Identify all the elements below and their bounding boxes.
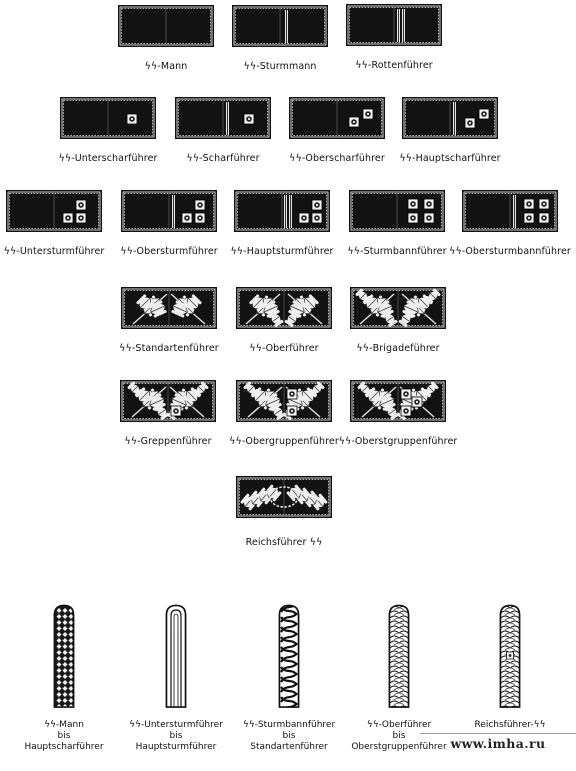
collar-patch-pip3s-icon xyxy=(121,190,217,232)
rank-label: ϟϟ-Greppenführer xyxy=(124,436,212,447)
rank-label: ϟϟ-Mann xyxy=(144,61,188,72)
shoulder-board-label-line: bis xyxy=(169,731,183,741)
rank-label: ϟϟ-Unterscharführer xyxy=(58,153,158,164)
rank-label: ϟϟ-Sturmmann xyxy=(243,61,317,72)
collar-patch-stripe2-icon xyxy=(346,4,442,46)
rank-label: ϟϟ-Brigadeführer xyxy=(356,343,440,354)
collar-patch-leaf3p2-icon xyxy=(236,380,332,422)
shoulder-board-label-line: Hauptsturmführer xyxy=(135,742,217,752)
shoulder-board-label-line: Oberstgruppenführer xyxy=(351,742,447,752)
shoulder-board-twist-icon xyxy=(278,604,300,708)
watermark: www.imha.ru xyxy=(420,733,576,754)
rank-label: ϟϟ-Oberscharführer xyxy=(289,153,385,164)
rank-label: ϟϟ-Scharführer xyxy=(186,153,260,164)
shoulder-board-label-line: ϟϟ-Untersturmführer xyxy=(129,720,223,730)
shoulder-board-label-line: ϟϟ-Oberführer xyxy=(366,720,432,730)
rank-label: ϟϟ-Standartenführer xyxy=(119,343,219,354)
shoulder-board-flat-icon xyxy=(165,604,187,708)
rank-label: ϟϟ-Hauptscharführer xyxy=(399,153,501,164)
collar-patch-leaf2-icon xyxy=(236,287,332,329)
rank-label: ϟϟ-Sturmbannführer xyxy=(347,246,447,257)
rank-label: ϟϟ-Hauptsturmführer xyxy=(230,246,334,257)
shoulder-board-woven-icon xyxy=(53,604,75,708)
collar-patch-wreath-icon xyxy=(236,476,332,518)
shoulder-board-label-line: Standartenführer xyxy=(250,742,328,752)
collar-patch-pip2s-icon xyxy=(402,97,498,139)
shoulder-board-label-line: Reichsführer-ϟϟ xyxy=(474,720,546,730)
rank-label: Reichsführer ϟϟ xyxy=(245,537,323,548)
collar-patch-pip4s-icon xyxy=(462,190,558,232)
rank-label: ϟϟ-Obergruppenführer xyxy=(229,436,339,447)
collar-patch-pip2-icon xyxy=(289,97,385,139)
collar-patch-plain-icon xyxy=(118,5,214,47)
collar-patch-pip1s-icon xyxy=(175,97,271,139)
rank-label: ϟϟ-Rottenführer xyxy=(355,60,433,71)
rank-label: ϟϟ-Obersturmführer xyxy=(120,246,218,257)
collar-patch-stripe1-icon xyxy=(232,5,328,47)
collar-patch-leaf1-icon xyxy=(121,287,217,329)
collar-patch-leaf3-icon xyxy=(350,287,446,329)
rank-label: ϟϟ-Oberführer xyxy=(249,343,319,354)
collar-patch-pip4-icon xyxy=(349,190,445,232)
collar-patch-pip3s2-icon xyxy=(234,190,330,232)
shoulder-board-braid-icon xyxy=(388,604,410,708)
collar-patch-leaf3p3-icon xyxy=(350,380,446,422)
shoulder-board-label-line: bis xyxy=(392,731,406,741)
shoulder-board-label-line: bis xyxy=(282,731,296,741)
collar-patch-leaf3p1-icon xyxy=(120,380,216,422)
shoulder-board-label-line: ϟϟ-Mann xyxy=(44,720,84,730)
shoulder-board-label: Reichsführer-ϟϟ xyxy=(474,720,545,731)
shoulder-board-label-line: bis xyxy=(57,731,71,741)
shoulder-board-label-line: ϟϟ-Sturmbannführer xyxy=(242,720,336,730)
rank-label: ϟϟ-Oberstgruppenführer xyxy=(338,436,458,447)
rank-label: ϟϟ-Obersturmbannführer xyxy=(449,246,571,257)
shoulder-board-label-line: Hauptscharführer xyxy=(24,742,104,752)
collar-patch-pip1-icon xyxy=(60,97,156,139)
collar-patch-pip3-icon xyxy=(6,190,102,232)
shoulder-board-braidpip-icon xyxy=(499,604,521,708)
rank-label: ϟϟ-Untersturmführer xyxy=(3,246,105,257)
